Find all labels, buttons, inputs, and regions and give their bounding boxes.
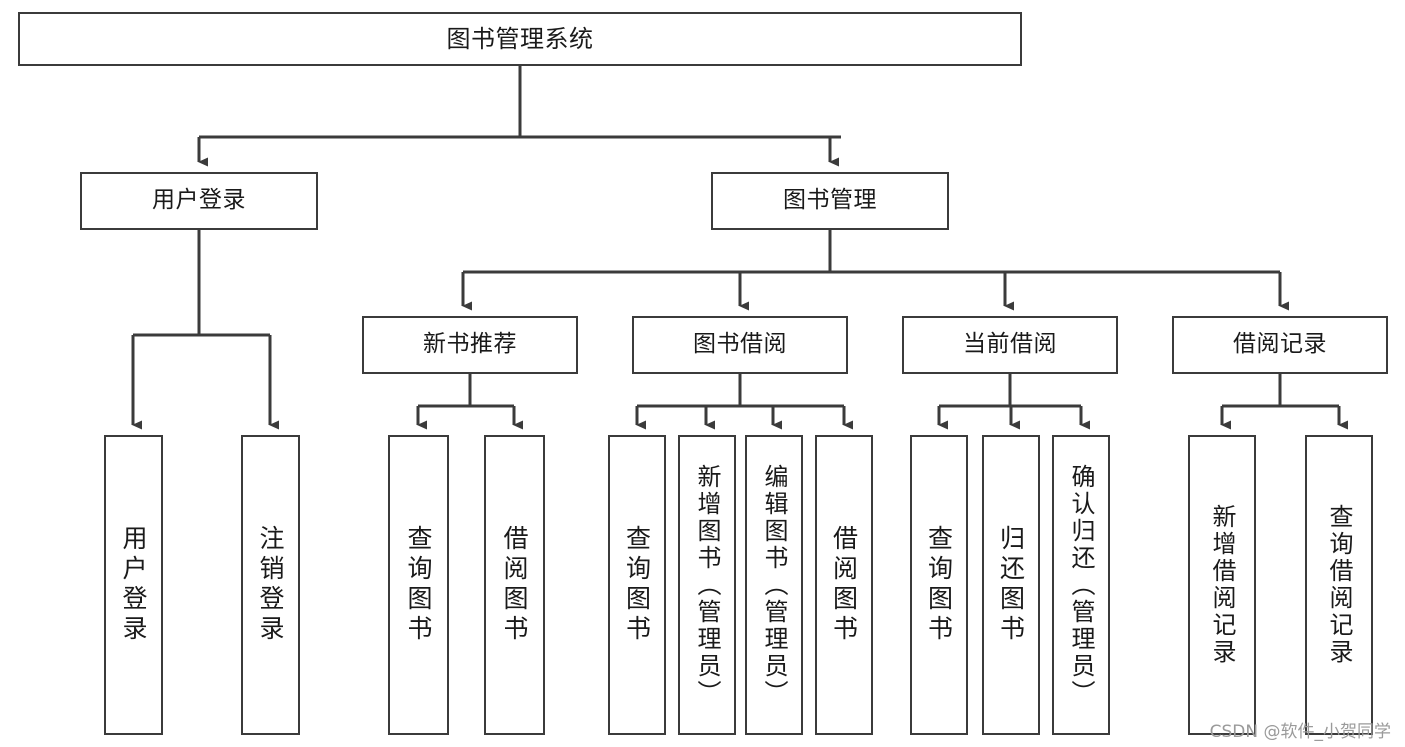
node-leaf-edit-book-admin[interactable]: 编辑图书（管理员）	[745, 435, 803, 735]
node-root-system[interactable]: 图书管理系统	[18, 12, 1022, 66]
node-root-system-label: 图书管理系统	[446, 24, 594, 53]
node-leaf-borrow-book-2[interactable]: 借阅图书	[815, 435, 873, 735]
node-leaf-query-book-3[interactable]: 查询图书	[910, 435, 968, 735]
node-user-login-label: 用户登录	[152, 187, 246, 214]
node-leaf-query-book-1-label: 查询图书	[404, 525, 433, 645]
watermark-text: CSDN @软件_小贺同学	[1209, 722, 1391, 742]
node-leaf-user-login-label: 用户登录	[119, 525, 148, 645]
node-leaf-borrow-book-1-label: 借阅图书	[500, 525, 529, 645]
node-new-book-recommend[interactable]: 新书推荐	[362, 316, 578, 374]
node-leaf-query-borrow-record-label: 查询借阅记录	[1325, 504, 1353, 666]
node-new-book-recommend-label: 新书推荐	[423, 331, 517, 358]
node-leaf-query-borrow-record[interactable]: 查询借阅记录	[1305, 435, 1373, 735]
node-leaf-query-book-2[interactable]: 查询图书	[608, 435, 666, 735]
node-current-borrow-label: 当前借阅	[963, 331, 1057, 358]
node-leaf-borrow-book-1[interactable]: 借阅图书	[484, 435, 545, 735]
node-leaf-query-book-1[interactable]: 查询图书	[388, 435, 449, 735]
node-user-login[interactable]: 用户登录	[80, 172, 318, 230]
node-leaf-logout-login-label: 注销登录	[256, 525, 285, 645]
node-leaf-add-book-admin[interactable]: 新增图书（管理员）	[678, 435, 736, 735]
node-leaf-edit-book-admin-label: 编辑图书（管理员）	[760, 463, 788, 707]
node-leaf-add-borrow-record-label: 新增借阅记录	[1208, 504, 1236, 666]
node-book-borrow-label: 图书借阅	[693, 331, 787, 358]
node-leaf-return-book[interactable]: 归还图书	[982, 435, 1040, 735]
node-leaf-add-borrow-record[interactable]: 新增借阅记录	[1188, 435, 1256, 735]
node-leaf-user-login[interactable]: 用户登录	[104, 435, 163, 735]
node-leaf-confirm-return-admin[interactable]: 确认归还（管理员）	[1052, 435, 1110, 735]
node-leaf-borrow-book-2-label: 借阅图书	[829, 525, 859, 645]
node-leaf-query-book-2-label: 查询图书	[622, 525, 652, 645]
node-leaf-logout-login[interactable]: 注销登录	[241, 435, 300, 735]
node-borrow-record[interactable]: 借阅记录	[1172, 316, 1388, 374]
node-book-management[interactable]: 图书管理	[711, 172, 949, 230]
node-leaf-confirm-return-admin-label: 确认归还（管理员）	[1067, 463, 1095, 707]
node-borrow-record-label: 借阅记录	[1233, 331, 1327, 358]
node-current-borrow[interactable]: 当前借阅	[902, 316, 1118, 374]
node-leaf-query-book-3-label: 查询图书	[924, 525, 954, 645]
node-leaf-add-book-admin-label: 新增图书（管理员）	[693, 463, 721, 707]
node-leaf-return-book-label: 归还图书	[996, 525, 1026, 645]
node-book-borrow[interactable]: 图书借阅	[632, 316, 848, 374]
node-book-management-label: 图书管理	[783, 187, 877, 214]
